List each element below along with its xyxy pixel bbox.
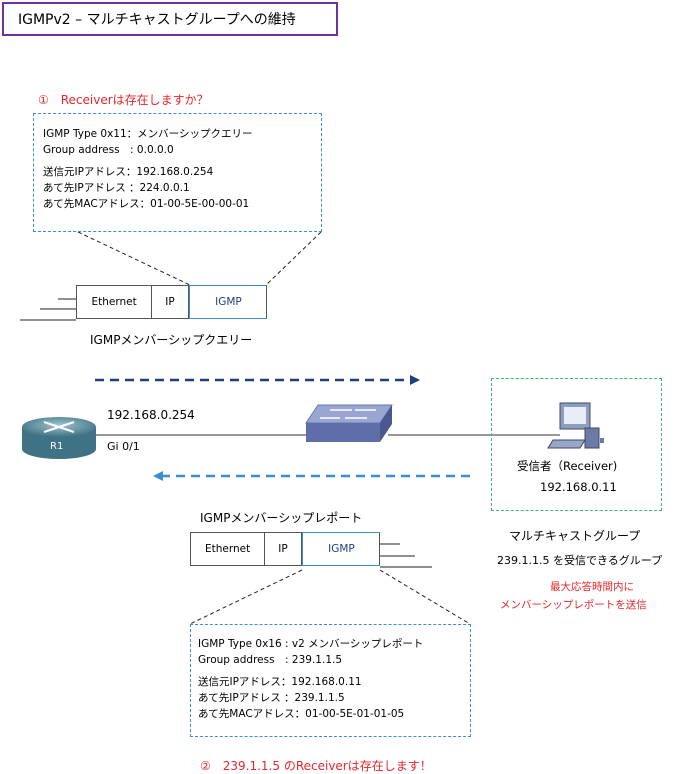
report-footer: ② 239.1.1.5 のReceiverは存在します！ xyxy=(200,759,432,773)
report-line-dst-mac: あて先MACアドレス：01-00-5E-01-01-05 xyxy=(198,708,405,720)
router-name: R1 xyxy=(50,441,64,452)
report-info-box: IGMP Type 0x16 : v2 メンバーシップレポート Group ad… xyxy=(190,624,471,737)
pc-icon xyxy=(547,402,604,449)
query-frame-igmp: IGMP xyxy=(188,285,267,319)
query-frame-ethernet: Ethernet xyxy=(77,286,153,318)
report-frame-ethernet: Ethernet xyxy=(191,533,266,565)
query-frame-label: IGMPメンバーシップクエリー xyxy=(90,333,253,347)
query-frame-ip: IP xyxy=(152,286,189,318)
receiver-ip: 192.168.0.11 xyxy=(540,480,617,494)
receiver-label: 受信者（Receiver) xyxy=(517,459,618,473)
switch-icon xyxy=(305,404,393,442)
report-line-type: IGMP Type 0x16 : v2 メンバーシップレポート xyxy=(198,638,424,650)
query-info-box: IGMP Type 0x11：メンバーシップクエリー Group address… xyxy=(33,113,322,232)
report-frame-label: IGMPメンバーシップレポート xyxy=(200,511,363,525)
report-line-group: Group address : 239.1.1.5 xyxy=(198,654,343,666)
query-line-dst-ip: あて先IPアドレス ：224.0.0.1 xyxy=(43,182,190,194)
group-title: マルチキャストグループ xyxy=(509,529,641,543)
query-heading: ① Receiverは存在しますか？ xyxy=(38,93,209,107)
group-desc: 239.1.1.5 を受信できるグループ xyxy=(497,554,663,567)
report-frame: Ethernet IP IGMP xyxy=(190,532,380,566)
diagram-title-box: IGMPv2 – マルチキャストグループへの維持 xyxy=(2,2,338,36)
router-icon xyxy=(22,417,96,459)
report-callout-left xyxy=(189,569,303,625)
multicast-group-box xyxy=(491,378,662,511)
query-frame: Ethernet IP IGMP xyxy=(76,285,267,319)
report-frame-ip: IP xyxy=(265,533,302,565)
diagram-title: IGMPv2 – マルチキャストグループへの維持 xyxy=(18,12,296,28)
report-line-dst-ip: あて先IPアドレス ：239.1.1.5 xyxy=(198,692,345,704)
query-line-group: Group address : 0.0.0.0 xyxy=(43,144,174,156)
query-callout-left xyxy=(77,231,191,286)
router-ip: 192.168.0.254 xyxy=(107,408,195,422)
group-note-line1: 最大応答時間内に xyxy=(550,581,634,593)
report-line-src: 送信元IPアドレス：192.168.0.11 xyxy=(198,676,362,688)
query-callout-right xyxy=(265,231,322,286)
query-line-src: 送信元IPアドレス：192.168.0.254 xyxy=(43,166,214,178)
group-note-line2: メンバーシップレポートを送信 xyxy=(500,599,647,611)
report-frame-igmp: IGMP xyxy=(301,532,380,566)
report-callout-right xyxy=(379,569,471,625)
query-line-dst-mac: あて先MACアドレス：01-00-5E-00-00-01 xyxy=(43,198,250,210)
router-interface: Gi 0/1 xyxy=(107,440,140,453)
query-line-type: IGMP Type 0x11：メンバーシップクエリー xyxy=(43,128,253,140)
